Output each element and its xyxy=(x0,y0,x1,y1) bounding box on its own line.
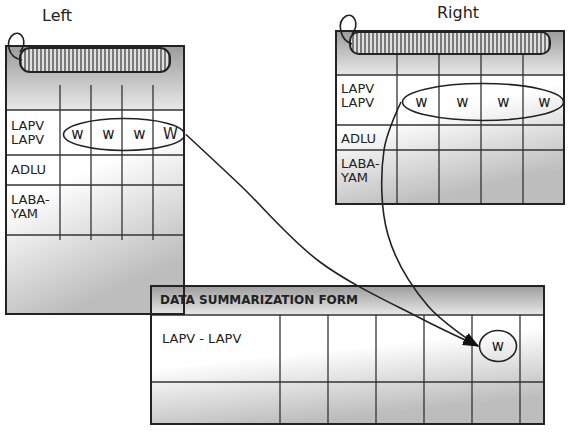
circled-cell: w xyxy=(478,329,518,363)
clip-bar xyxy=(20,48,170,72)
paper-sheet xyxy=(335,30,565,205)
flow-connector xyxy=(382,102,478,346)
right-clipboard xyxy=(335,15,565,205)
cell-value: W xyxy=(155,117,186,152)
cell-value: w xyxy=(442,82,483,122)
cell-value: w xyxy=(401,82,442,122)
cell-value: w xyxy=(62,117,93,152)
left-clipboard xyxy=(5,33,185,315)
row-label: LABA- YAM xyxy=(11,193,61,222)
row-label: ADLU xyxy=(11,163,61,177)
row-label: LAPV - LAPV xyxy=(162,332,280,346)
header-band xyxy=(5,45,185,110)
cell-value: w xyxy=(124,117,155,152)
cell-value: w xyxy=(483,82,524,122)
table-grid xyxy=(5,85,185,240)
row-label: LAPV LAPV xyxy=(341,82,397,111)
clipboard-sheet: LeftLAPV LAPVADLULABA- YAMwwwW xyxy=(5,45,185,315)
cell-value: w xyxy=(524,82,565,122)
table-grid xyxy=(150,315,545,425)
circled-cells: wwww xyxy=(401,82,565,122)
paper-sheet xyxy=(5,45,185,315)
row-label: LAPV LAPV xyxy=(11,119,61,148)
sheet-heading: Left xyxy=(42,7,112,25)
summary-form-sheet: DATA SUMMARIZATION FORM LAPV - LAPV w xyxy=(150,285,545,425)
flow-connector xyxy=(186,135,478,347)
paper-sheet xyxy=(150,285,545,425)
circled-cells: wwwW xyxy=(62,117,186,152)
form-title: DATA SUMMARIZATION FORM xyxy=(160,294,540,307)
clipboard-sheet: RightLAPV LAPVADLULABA- YAMwwww xyxy=(335,30,565,205)
row-label: ADLU xyxy=(341,132,397,146)
header-band xyxy=(150,285,545,315)
summary-form xyxy=(150,285,545,425)
cell-value: w xyxy=(478,329,518,363)
cell-value: w xyxy=(93,117,124,152)
clip-bar xyxy=(350,32,550,54)
header-band xyxy=(335,30,565,75)
table-grid xyxy=(335,55,565,205)
sheet-heading: Right xyxy=(437,4,507,22)
row-label: LABA- YAM xyxy=(341,157,397,186)
